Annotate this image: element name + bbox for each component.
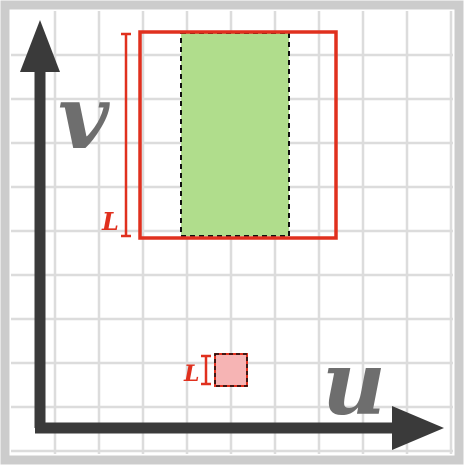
vertical-axis-arrowhead <box>20 20 60 72</box>
large-region <box>138 30 338 240</box>
small-pink-box <box>214 353 248 387</box>
horizontal-axis-arrowhead <box>392 406 444 450</box>
vertical-axis-label: v <box>58 65 110 169</box>
small-dimension-bracket <box>201 354 211 386</box>
large-dimension-bracket <box>121 32 131 238</box>
axes <box>20 20 444 450</box>
horizontal-axis-label: u <box>322 331 386 435</box>
large-green-region <box>180 32 290 237</box>
large-dimension-label: L <box>101 207 119 236</box>
small-dimension-label: L <box>183 361 199 387</box>
large-red-box <box>138 30 338 240</box>
small-pink-box-dashed <box>214 353 248 387</box>
